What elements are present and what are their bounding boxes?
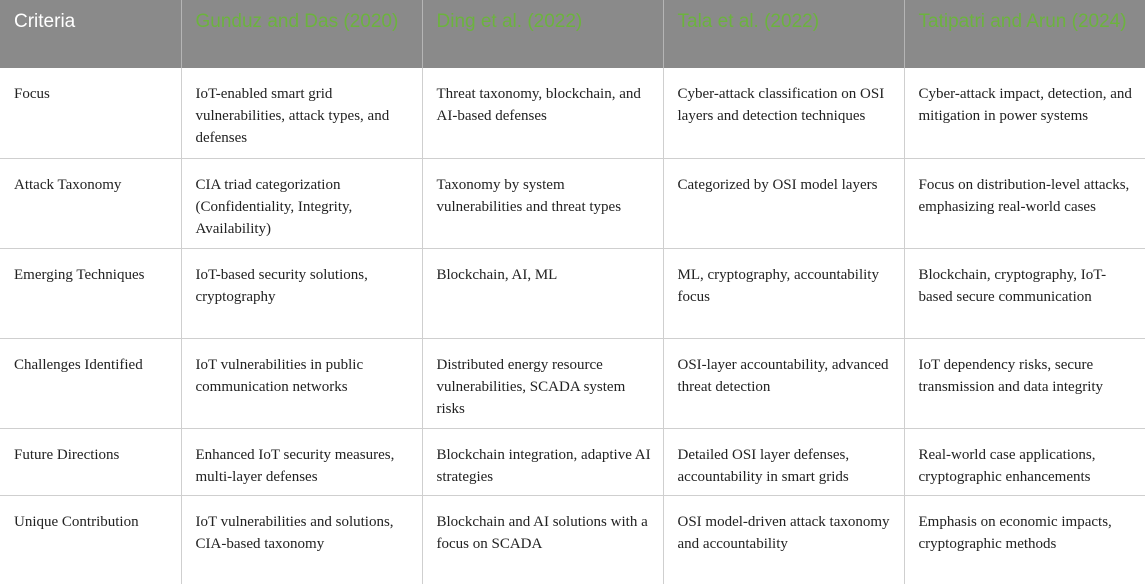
table-row: Unique Contribution IoT vulnerabilities … <box>0 495 1145 584</box>
table-row: Emerging Techniques IoT-based security s… <box>0 248 1145 339</box>
table-cell: OSI model-driven attack taxonomy and acc… <box>663 495 905 584</box>
row-criterion: Challenges Identified <box>0 338 182 429</box>
table-cell: Blockchain, AI, ML <box>422 248 664 339</box>
table-cell: Real-world case applications, cryptograp… <box>904 428 1145 496</box>
table-cell: Threat taxonomy, blockchain, and AI-base… <box>422 68 664 159</box>
table-cell: IoT vulnerabilities and solutions, CIA-b… <box>181 495 423 584</box>
table-cell: Cyber-attack impact, detection, and miti… <box>904 68 1145 159</box>
table-cell: IoT-based security solutions, cryptograp… <box>181 248 423 339</box>
row-criterion: Attack Taxonomy <box>0 158 182 249</box>
table-cell: CIA triad categorization (Confidentialit… <box>181 158 423 249</box>
table-cell: ML, cryptography, accountability focus <box>663 248 905 339</box>
table-cell: Focus on distribution-level attacks, emp… <box>904 158 1145 249</box>
table-cell: IoT vulnerabilities in public communicat… <box>181 338 423 429</box>
row-criterion: Focus <box>0 68 182 159</box>
row-criterion: Unique Contribution <box>0 495 182 584</box>
table-row: Challenges Identified IoT vulnerabilitie… <box>0 338 1145 429</box>
table-cell: Cyber-attack classification on OSI layer… <box>663 68 905 159</box>
table-cell: Blockchain and AI solutions with a focus… <box>422 495 664 584</box>
row-criterion: Emerging Techniques <box>0 248 182 339</box>
table-cell: Distributed energy resource vulnerabilit… <box>422 338 664 429</box>
table-cell: IoT dependency risks, secure transmissio… <box>904 338 1145 429</box>
header-gunduz-das: Gunduz and Das (2020) <box>181 0 423 68</box>
header-criteria: Criteria <box>0 0 182 68</box>
table-row: Attack Taxonomy CIA triad categorization… <box>0 158 1145 249</box>
table-cell: Taxonomy by system vulnerabilities and t… <box>422 158 664 249</box>
table-cell: Emphasis on economic impacts, cryptograp… <box>918 513 1112 552</box>
header-row: Criteria Gunduz and Das (2020) Ding et a… <box>0 0 1145 68</box>
header-ding: Ding et al. (2022) <box>422 0 664 68</box>
table-cell: IoT-enabled smart grid vulnerabilities, … <box>181 68 423 159</box>
table-cell: Detailed OSI layer defenses, accountabil… <box>663 428 905 496</box>
table-cell: Blockchain integration, adaptive AI stra… <box>422 428 664 496</box>
table-cell: Enhanced IoT security measures, multi-la… <box>181 428 423 496</box>
table-row: Future Directions Enhanced IoT security … <box>0 428 1145 496</box>
table-body: Focus IoT-enabled smart grid vulnerabili… <box>0 68 1145 584</box>
header-tatipatri-arun: Tatipatri and Arun (2024) <box>904 0 1145 68</box>
table-cell: Categorized by OSI model layers <box>663 158 905 249</box>
table-cell: Blockchain, cryptography, IoT-based secu… <box>904 248 1145 339</box>
header-tala: Tala et al. (2022) <box>663 0 905 68</box>
row-criterion: Future Directions <box>0 428 182 496</box>
table-cell: OSI-layer accountability, advanced threa… <box>663 338 905 429</box>
table-header: Criteria Gunduz and Das (2020) Ding et a… <box>0 0 1145 68</box>
table-row: Focus IoT-enabled smart grid vulnerabili… <box>0 68 1145 159</box>
